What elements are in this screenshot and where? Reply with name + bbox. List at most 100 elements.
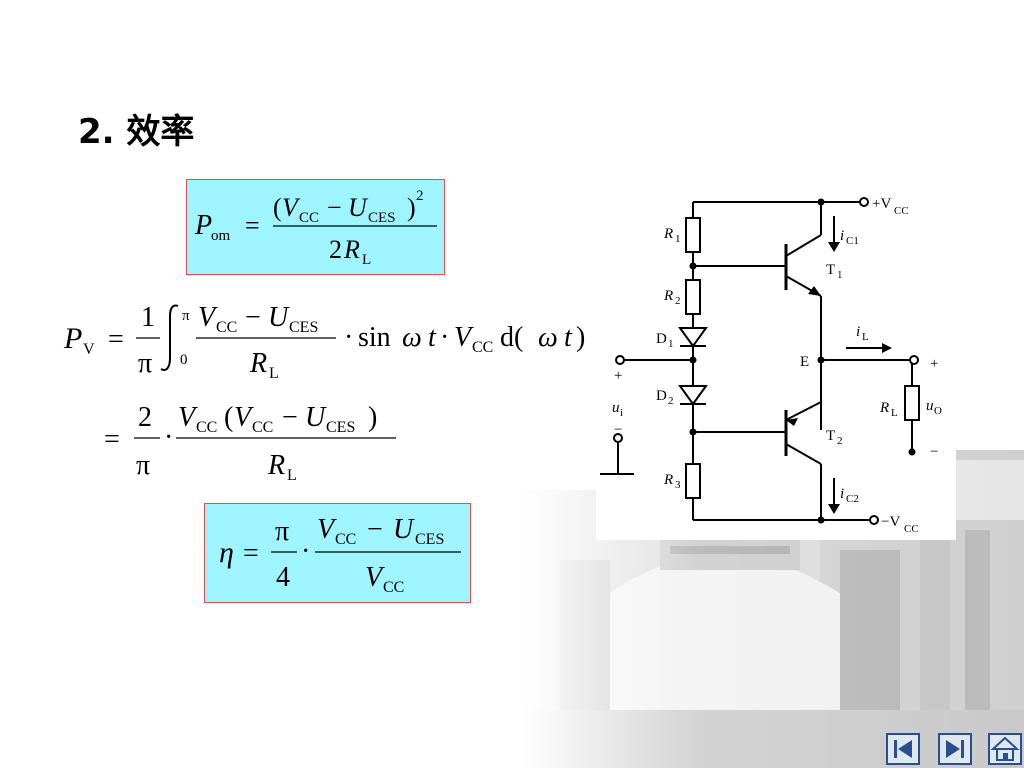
pv2-frac-den: π [136, 450, 150, 481]
pv2-u-sub: CES [326, 419, 355, 436]
label-t1: T [826, 262, 835, 278]
eta-num-v-sub: CC [335, 531, 356, 548]
label-out-minus: − [930, 444, 938, 460]
formula-eta-box: η = π 4 · V CC − U CES V CC [204, 503, 471, 603]
pv2-v-sub: CC [252, 419, 273, 436]
pv2-open: ( [224, 402, 233, 433]
pv-lhs-sub: V [83, 341, 95, 358]
label-d1: D [656, 331, 667, 347]
label-ui-sub: i [620, 407, 623, 419]
eta-den-v: V [365, 562, 385, 593]
eta-num-u-sub: CES [415, 531, 444, 548]
label-d2-sub: 2 [668, 395, 674, 407]
label-rl: R [879, 400, 889, 416]
pv-int-upper: π [182, 308, 190, 324]
pv-tail-v-sub: CC [472, 339, 493, 356]
eta-den-v-sub: CC [383, 579, 404, 596]
pom-num-v-sub: CC [299, 210, 319, 226]
pom-num-close: ) [407, 193, 416, 222]
eta-frac-num: π [275, 516, 289, 547]
pv-lhs: P [63, 322, 82, 355]
pv-num-v: V [198, 302, 218, 333]
pv-den-r: R [249, 348, 267, 379]
slide-heading: 2. 效率 [78, 112, 195, 152]
label-in-plus: + [614, 368, 622, 384]
ocl-circuit-diagram: +V CC −V CC R 1 R 2 R 3 D 1 D 2 T 1 T 2 … [596, 180, 956, 540]
eta-eq: = [243, 538, 259, 569]
pv2-close: ) [368, 402, 377, 433]
pv-num-u: U [268, 302, 290, 333]
label-r2-sub: 2 [675, 295, 681, 307]
pv2-eq: = [104, 424, 120, 455]
eta-num-u: U [393, 514, 415, 545]
label-d2: D [656, 388, 667, 404]
pom-eq: = [245, 211, 260, 240]
label-r3: R [663, 472, 673, 488]
home-icon [990, 736, 1020, 761]
pv-tail-d: d( [500, 322, 523, 353]
eta-num-minus: − [367, 514, 383, 545]
pv-eq: = [108, 324, 124, 355]
label-r3-sub: 3 [675, 479, 681, 491]
pv-integral-sign [160, 304, 179, 371]
pom-num-u-sub: CES [368, 210, 396, 226]
label-d1-sub: 1 [668, 338, 674, 350]
pv-frac-den: π [138, 348, 152, 379]
label-ic2: i [840, 486, 844, 502]
label-ic1: i [840, 228, 844, 244]
pom-num-u: U [348, 193, 369, 222]
label-in-minus: − [614, 422, 622, 438]
pom-lhs: P [194, 210, 212, 241]
prev-page-icon [894, 740, 912, 758]
pom-den-coef: 2 [329, 235, 342, 264]
pom-den-r: R [343, 235, 360, 264]
pv-tail-dot: · [344, 322, 353, 353]
label-il-sub: L [862, 331, 869, 343]
pv-tail-sin: sin [358, 322, 391, 353]
pv-num-minus: − [245, 302, 261, 333]
pom-num-open: ( [273, 193, 282, 222]
label-r2: R [663, 288, 673, 304]
label-ic1-sub: C1 [846, 235, 859, 247]
label-node-e: E [800, 354, 809, 370]
pv2-dot: · [164, 422, 173, 453]
label-uo: u [926, 398, 934, 414]
eta-lhs: η [219, 536, 234, 569]
pv-tail-omega: ω [402, 322, 422, 353]
pv2-den-r: R [267, 450, 285, 481]
pv2-minus: − [282, 402, 298, 433]
prev-page-button[interactable] [886, 733, 920, 765]
pv2-num-v-sub: CC [196, 419, 217, 436]
label-out-plus: + [930, 356, 938, 372]
pv2-frac-num: 2 [138, 402, 152, 433]
eta-dot: · [301, 536, 310, 567]
home-button[interactable] [988, 733, 1022, 765]
pv-num-v-sub: CC [216, 319, 237, 336]
pv-tail-close: ) [576, 322, 585, 353]
label-t2-sub: 2 [837, 435, 843, 447]
label-vcc-neg-sub: CC [904, 523, 919, 535]
label-vcc-pos-sub: CC [894, 205, 909, 217]
pv-int-lower: 0 [180, 352, 188, 368]
eta-frac-den: 4 [276, 562, 290, 593]
pv-den-r-sub: L [269, 365, 279, 382]
pv2-den-r-sub: L [287, 467, 297, 484]
pv2-v: V [234, 402, 254, 433]
label-vcc-neg: −V [881, 514, 900, 530]
label-vcc-pos: +V [872, 196, 891, 212]
next-page-button[interactable] [938, 733, 972, 765]
label-uo-sub: O [934, 405, 942, 417]
formula-pv: P V = 1 π π 0 V CC − U CES R L · sin ω t… [60, 290, 600, 390]
pv2-u: U [305, 402, 327, 433]
formula-pv-line2: = 2 π · V CC ( V CC − U CES ) R L [100, 392, 420, 492]
pv-tail-dot2: · [440, 322, 449, 353]
label-ic2-sub: C2 [846, 493, 859, 505]
pv2-num-v: V [178, 402, 198, 433]
pv-tail-v: V [454, 322, 474, 353]
eta-num-v: V [317, 514, 337, 545]
next-page-icon [946, 740, 964, 758]
pom-lhs-sub: om [211, 228, 231, 244]
pom-den-r-sub: L [362, 252, 371, 268]
label-ui: u [612, 400, 620, 416]
pv-num-u-sub: CES [289, 319, 318, 336]
